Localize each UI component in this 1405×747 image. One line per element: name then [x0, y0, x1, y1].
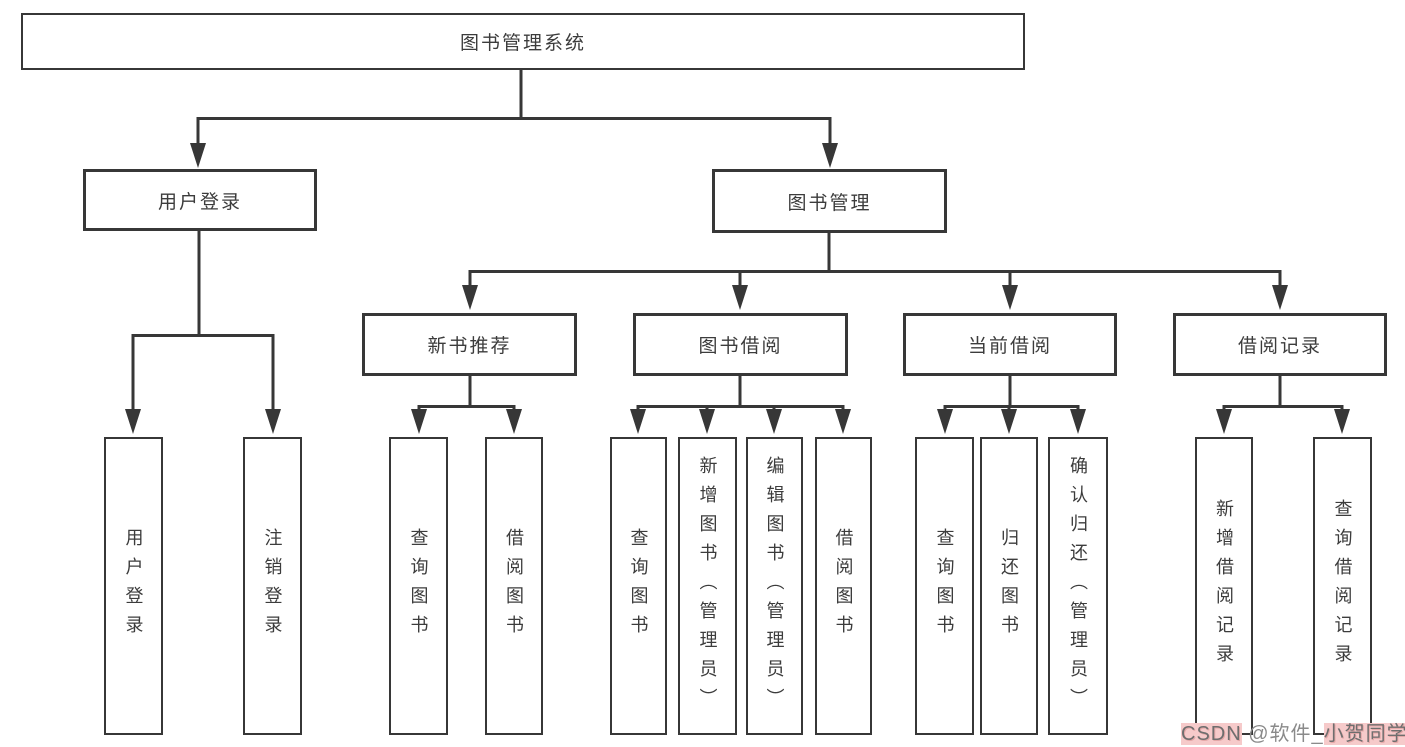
leaf-query-books-2-label: 查询图书 [628, 528, 649, 644]
leaf-return-books: 归还图书 [980, 437, 1038, 735]
leaf-borrow-books-1-label: 借阅图书 [504, 528, 524, 644]
leaf-edit-books-admin: 编辑图书（管理员） [746, 437, 803, 735]
leaf-edit-books-admin-label: 编辑图书（管理员） [764, 455, 785, 717]
leaf-user-login-label: 用户登录 [123, 528, 144, 644]
connector-level3-stems [468, 376, 1282, 408]
leaf-confirm-return-admin-label: 确认归还（管理员） [1068, 455, 1088, 717]
leaf-confirm-return-admin: 确认归还（管理员） [1048, 437, 1108, 735]
node-borrowing-records-label: 借阅记录 [1237, 336, 1322, 357]
leaf-query-books-1-label: 查询图书 [408, 528, 429, 644]
leaf-query-borrow-record-label: 查询借阅记录 [1332, 499, 1353, 673]
leaf-add-borrow-record: 新增借阅记录 [1195, 437, 1253, 735]
leaf-add-books-admin: 新增图书（管理员） [678, 437, 737, 735]
leaf-logout: 注销登录 [243, 437, 302, 735]
node-book-management-label: 图书管理 [787, 192, 872, 214]
connector-management-to-level3 [468, 233, 1282, 290]
leaf-user-login: 用户登录 [104, 437, 163, 735]
connector-root-to-level2 [196, 70, 832, 148]
leaf-query-borrow-record: 查询借阅记录 [1313, 437, 1372, 735]
node-library-system: 图书管理系统 [21, 13, 1025, 70]
watermark-middle: @软件_ [1241, 723, 1324, 745]
leaf-logout-label: 注销登录 [262, 528, 283, 644]
node-current-borrowing-label: 当前借阅 [967, 336, 1052, 357]
leaf-borrow-books-2: 借阅图书 [815, 437, 872, 735]
leaf-borrow-books-2-label: 借阅图书 [833, 528, 854, 644]
node-user-login: 用户登录 [83, 169, 317, 231]
leaf-borrow-books-1: 借阅图书 [485, 437, 543, 735]
node-book-borrowing-label: 图书借阅 [698, 336, 783, 357]
leaf-return-books-label: 归还图书 [999, 528, 1019, 644]
connector-login-to-leaves [131, 231, 275, 413]
connector-leaf-stems [417, 405, 1344, 415]
leaf-query-books-1: 查询图书 [389, 437, 448, 735]
node-book-management: 图书管理 [712, 169, 947, 233]
leaf-add-borrow-record-label: 新增借阅记录 [1214, 499, 1234, 673]
node-book-borrowing: 图书借阅 [633, 313, 848, 376]
watermark: CSDN @软件_小贺同学 [1181, 717, 1405, 746]
node-borrowing-records: 借阅记录 [1173, 313, 1387, 376]
node-user-login-label: 用户登录 [157, 191, 242, 213]
leaf-query-books-3: 查询图书 [915, 437, 974, 735]
watermark-brand: CSDN [1181, 723, 1242, 745]
node-new-book-recommend: 新书推荐 [362, 313, 577, 376]
leaf-query-books-3-label: 查询图书 [934, 528, 955, 644]
node-new-book-recommend-label: 新书推荐 [427, 336, 512, 357]
leaf-query-books-2: 查询图书 [610, 437, 667, 735]
node-current-borrowing: 当前借阅 [903, 313, 1117, 376]
watermark-author: 小贺同学 [1323, 723, 1405, 745]
arrowheads [125, 143, 1350, 434]
node-library-system-label: 图书管理系统 [459, 33, 586, 54]
leaf-add-books-admin-label: 新增图书（管理员） [697, 455, 718, 717]
